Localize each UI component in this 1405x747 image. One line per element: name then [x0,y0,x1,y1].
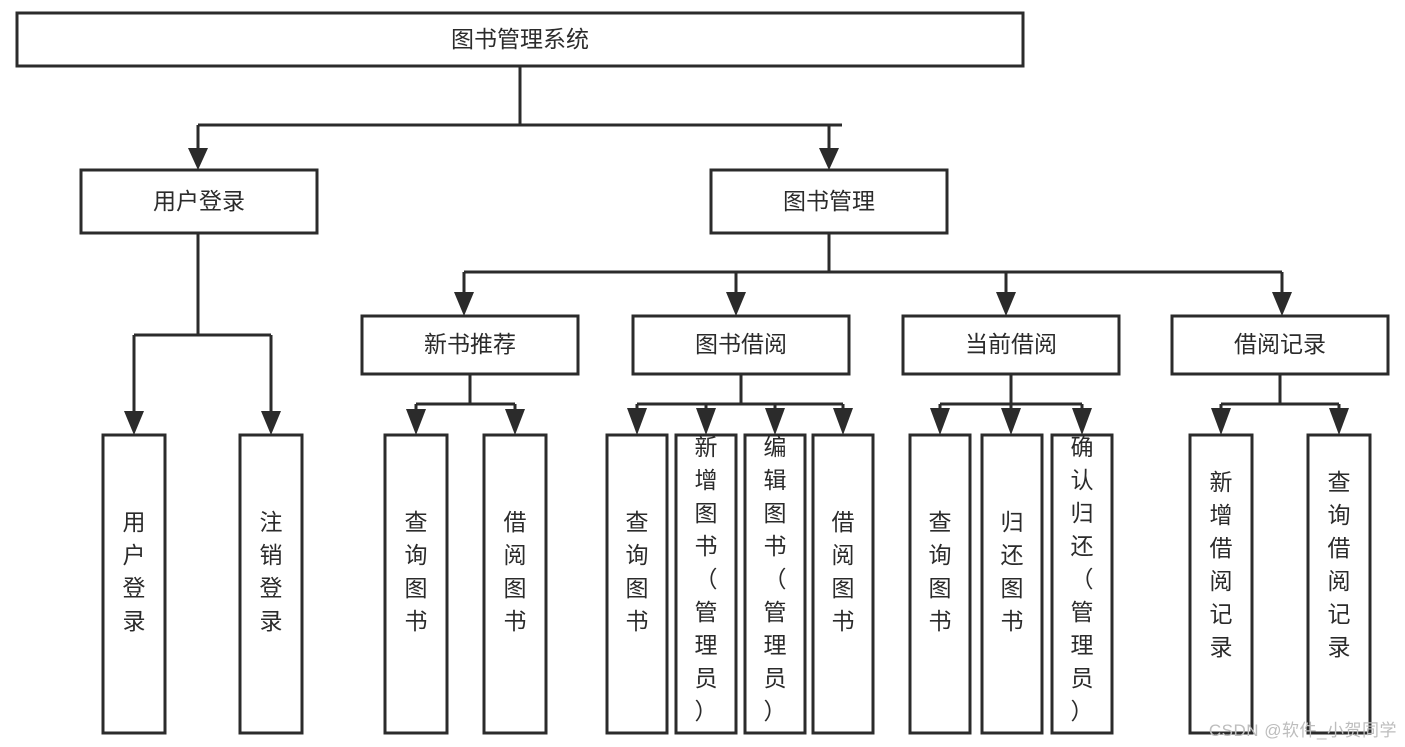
node-leaf-user-login[interactable]: 用户登录 [101,433,167,735]
nodes-layer: 图书管理系统 用户登录 图书管理 新书推荐 图书借阅 当前 [15,11,1390,735]
arrowhead-return-book [1001,408,1021,435]
node-leaf-query-book-c-label: 查询图书 [929,509,952,634]
node-user-login-box[interactable] [79,168,319,235]
node-leaf-logout-label: 注销登录 [260,509,283,634]
node-new-book-rec[interactable]: 新书推荐 [360,314,580,376]
node-leaf-user-login-label: 用户登录 [123,509,146,634]
node-current-borrow-box[interactable] [901,314,1121,376]
node-book-manage-label: 图书管理 [783,188,875,214]
node-borrow-record[interactable]: 借阅记录 [1170,314,1390,376]
node-book-borrow-box[interactable] [631,314,851,376]
arrowhead-current-borrow [996,292,1016,316]
node-leaf-add-record[interactable]: 新增借阅记录 [1188,433,1254,735]
node-leaf-edit-book-label: 编辑图书（管理员） [764,434,787,724]
node-user-login-label: 用户登录 [153,188,245,214]
node-leaf-borrow-book-a[interactable]: 借阅图书 [482,433,548,735]
node-leaf-add-record-label: 新增借阅记录 [1210,469,1233,660]
node-leaf-query-book-b-label: 查询图书 [626,509,649,634]
node-leaf-query-record-box[interactable] [1306,433,1372,735]
node-leaf-confirm-return[interactable]: 确认归还（管理员） [1050,433,1114,735]
node-leaf-logout-box[interactable] [238,433,304,735]
arrowhead-query-book-b [627,408,647,435]
node-leaf-query-book-a-box[interactable] [383,433,449,735]
node-leaf-query-book-a[interactable]: 查询图书 [383,433,449,735]
arrowhead-edit-book [765,408,785,435]
node-root-label: 图书管理系统 [451,26,589,52]
edges-layer [124,66,1349,435]
node-book-borrow[interactable]: 图书借阅 [631,314,851,376]
node-leaf-query-record[interactable]: 查询借阅记录 [1306,433,1372,735]
node-current-borrow-label: 当前借阅 [965,331,1057,357]
node-book-manage[interactable]: 图书管理 [709,168,949,235]
node-leaf-confirm-return-label: 确认归还（管理员） [1071,434,1094,724]
node-book-manage-box[interactable] [709,168,949,235]
node-leaf-edit-book[interactable]: 编辑图书（管理员） [743,433,807,735]
node-leaf-query-book-a-label: 查询图书 [405,509,428,634]
node-leaf-borrow-book-b-box[interactable] [811,433,875,735]
node-leaf-user-login-box[interactable] [101,433,167,735]
node-leaf-borrow-book-b[interactable]: 借阅图书 [811,433,875,735]
node-leaf-return-book[interactable]: 归还图书 [980,433,1044,735]
arrowhead-user-login [188,148,208,170]
node-leaf-query-book-b[interactable]: 查询图书 [605,433,669,735]
node-leaf-return-book-label: 归还图书 [1001,509,1024,634]
arrowhead-query-book-a [406,409,426,435]
node-leaf-return-book-box[interactable] [980,433,1044,735]
node-leaf-query-book-c-box[interactable] [908,433,972,735]
node-root-box[interactable] [15,11,1025,68]
node-leaf-add-record-box[interactable] [1188,433,1254,735]
arrowhead-query-record [1329,408,1349,435]
arrowhead-book-manage [819,148,839,170]
node-new-book-rec-label: 新书推荐 [424,331,516,357]
arrowhead-query-book-c [930,408,950,435]
arrowhead-leaf-logout [261,411,281,435]
node-leaf-add-book-label: 新增图书（管理员） [695,434,718,724]
node-leaf-borrow-book-a-label: 借阅图书 [504,509,527,634]
node-leaf-add-book-box[interactable] [674,433,738,735]
node-leaf-query-book-b-box[interactable] [605,433,669,735]
arrowhead-add-record [1211,408,1231,435]
node-leaf-edit-book-box[interactable] [743,433,807,735]
node-root[interactable]: 图书管理系统 [15,11,1025,68]
arrowhead-confirm-return [1072,408,1092,435]
node-leaf-logout[interactable]: 注销登录 [238,433,304,735]
arrowhead-new-book-rec [454,292,474,316]
node-new-book-rec-box[interactable] [360,314,580,376]
node-current-borrow[interactable]: 当前借阅 [901,314,1121,376]
arrowhead-borrow-book-b [833,408,853,435]
node-leaf-confirm-return-box[interactable] [1050,433,1114,735]
arrowhead-borrow-book-a [505,409,525,435]
node-leaf-query-book-c[interactable]: 查询图书 [908,433,972,735]
node-leaf-add-book[interactable]: 新增图书（管理员） [674,433,738,735]
node-leaf-borrow-book-a-box[interactable] [482,433,548,735]
arrowhead-add-book [696,408,716,435]
arrowhead-leaf-user-login [124,411,144,435]
node-user-login[interactable]: 用户登录 [79,168,319,235]
node-leaf-query-record-label: 查询借阅记录 [1328,469,1351,660]
node-borrow-record-label: 借阅记录 [1234,331,1326,357]
arrowhead-borrow-record [1272,292,1292,316]
node-leaf-borrow-book-b-label: 借阅图书 [832,509,855,634]
node-borrow-record-box[interactable] [1170,314,1390,376]
node-book-borrow-label: 图书借阅 [695,331,787,357]
csdn-watermark: CSDN @软件_小贺同学 [1208,721,1397,740]
arrowhead-book-borrow [726,292,746,316]
